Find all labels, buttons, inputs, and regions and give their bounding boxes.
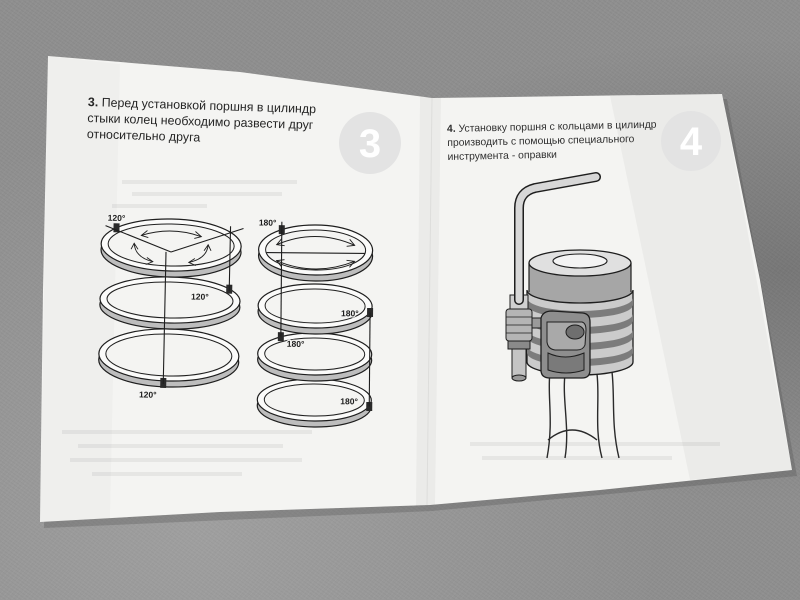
- piston-ring: [99, 276, 241, 330]
- angle-label-180: 180°: [340, 396, 358, 406]
- step-3-badge-number: 3: [359, 122, 381, 166]
- arrow-head: [130, 242, 139, 250]
- bleed-through-line: [62, 430, 312, 434]
- guide-line: [368, 312, 371, 407]
- step-4-badge: 4: [661, 111, 721, 171]
- angle-arrows-180: [275, 236, 356, 270]
- ring-inner-edge: [263, 383, 365, 417]
- bleed-through-line: [122, 180, 297, 184]
- angle-label-180: 180°: [287, 339, 305, 349]
- rod-outline: [546, 371, 551, 459]
- bleed-through-marks: [62, 180, 720, 476]
- rod-outline: [563, 373, 568, 459]
- ring-inner-edge: [264, 288, 366, 324]
- angle-label-120: 120°: [108, 213, 126, 223]
- ring-stack-120-diagram: 120° 120° 120°: [98, 211, 244, 401]
- step-3-number: 3.: [88, 95, 99, 109]
- angle-label-180: 180°: [259, 218, 277, 228]
- ring-inner-edge: [105, 333, 233, 377]
- step-3-text-line-1: Перед установкой поршня в цилиндр: [102, 95, 317, 116]
- step-4-number: 4.: [447, 124, 456, 135]
- ring-stack-120: [98, 218, 242, 388]
- step-4-text-line-2: производить с помощью специального: [447, 134, 635, 149]
- bleed-through-line: [470, 442, 720, 446]
- piston-ring: [257, 332, 373, 382]
- angle-label-120: 120°: [139, 389, 157, 399]
- latch-plate: [547, 352, 585, 374]
- bleed-through-line: [482, 456, 672, 460]
- ring-inner-edge: [106, 281, 234, 319]
- step-3-line-1: 3. Перед установкой поршня в цилиндр: [88, 95, 317, 116]
- angle-arrow-arc: [133, 243, 153, 263]
- guide-line: [162, 251, 167, 384]
- step-3-badge: 3: [339, 112, 401, 174]
- angle-label-120: 120°: [191, 291, 209, 301]
- guide-line: [105, 225, 172, 253]
- arrow-head: [275, 238, 285, 247]
- ring-stack-180-diagram: 180° 180° 180° 180°: [256, 216, 374, 428]
- angle-guide-lines: [105, 225, 244, 384]
- piston-ring: [98, 328, 240, 388]
- step-3-badge-circle: [339, 112, 401, 174]
- rod-big-end-arc: [547, 429, 598, 441]
- latch-pivot: [565, 324, 585, 340]
- center-fold-crease: [426, 97, 433, 506]
- leaflet-paper: [40, 56, 792, 522]
- bolt-shaft: [511, 348, 527, 378]
- piston-ring-compressor-illustration: [505, 172, 634, 459]
- guide-line: [228, 226, 232, 292]
- arrow-head: [187, 258, 196, 266]
- step-4-badge-circle: [661, 111, 721, 171]
- arrow-head: [346, 239, 356, 247]
- arrow-head: [203, 243, 212, 252]
- arrow-head: [140, 230, 149, 238]
- guide-line: [266, 252, 365, 254]
- bleed-through-line: [92, 472, 242, 476]
- step-3-text-line-3: относительно друга: [87, 127, 201, 145]
- bolt-collar: [507, 340, 531, 350]
- angle-label-180: 180°: [341, 308, 359, 318]
- angle-arrow-arc: [141, 230, 202, 238]
- step-4-line-1: 4. Установку поршня с кольцами в цилиндр: [447, 120, 657, 135]
- bolt-end: [511, 374, 527, 382]
- piston-crown-recess: [552, 253, 608, 269]
- guide-line: [280, 221, 283, 337]
- step-4-text-block: 4. Установку поршня с кольцами в цилиндр…: [447, 120, 657, 163]
- angle-arrow-arc: [188, 244, 209, 263]
- rod-outline: [596, 373, 603, 459]
- step-4-badge-number: 4: [680, 120, 703, 164]
- step-3-text-block: 3. Перед установкой поршня в цилиндр сты…: [87, 95, 317, 145]
- angle-arrow-arc: [276, 236, 355, 246]
- angle-guide-lines: [266, 221, 371, 407]
- arrow-head: [194, 231, 203, 239]
- arrow-head: [346, 259, 356, 268]
- angle-arrows-120: [130, 230, 212, 266]
- angle-arrow-arc: [276, 260, 355, 270]
- rod-outline: [611, 371, 620, 459]
- compressor-latch: [540, 310, 591, 379]
- guide-line: [170, 228, 244, 253]
- bleed-through-line: [132, 192, 282, 196]
- arrow-head: [145, 257, 154, 265]
- arrow-head: [275, 259, 285, 267]
- step-4-text-line-3: инструмента - оправки: [447, 150, 557, 163]
- connecting-rod: [546, 371, 620, 459]
- piston-ring: [256, 378, 372, 428]
- key-handle: [515, 173, 600, 304]
- ring-inner-edge: [264, 337, 366, 371]
- ring-inner-edge: [265, 229, 367, 271]
- step-4-text-line-1: Установку поршня с кольцами в цилиндр: [458, 120, 656, 135]
- bleed-through-line: [112, 204, 207, 208]
- bleed-through-line: [78, 444, 283, 448]
- bleed-through-line: [70, 458, 302, 462]
